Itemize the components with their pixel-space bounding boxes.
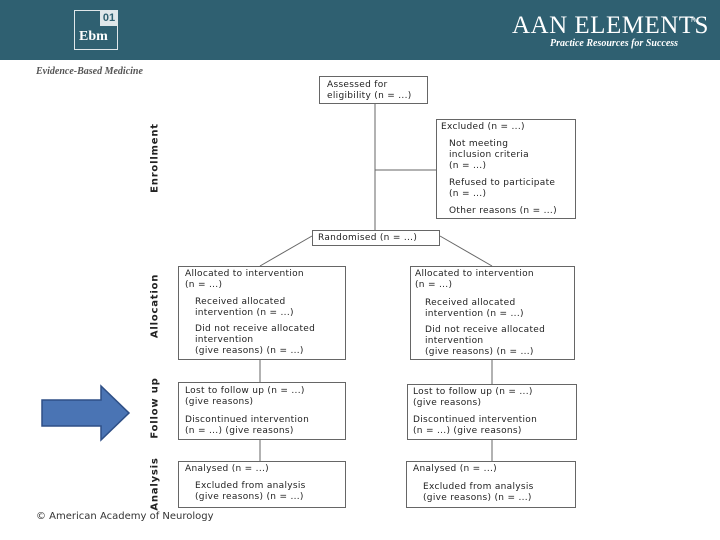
left-excluded-analysis-line: Excluded from analysis [195, 481, 306, 491]
excluded-title: Excluded (n = ...) [441, 122, 525, 132]
right-lost-reason: (give reasons) [413, 398, 482, 408]
right-allocated-count: (n = ...) [415, 280, 453, 290]
excluded-reason: Other reasons (n = ...) [449, 206, 557, 216]
ebm-logo-badge: 01 [100, 10, 118, 26]
excluded-reason: Refused to participate [449, 178, 556, 188]
excluded-reason: inclusion criteria [449, 150, 529, 160]
right-allocated-title: Allocated to intervention [415, 269, 534, 279]
left-excluded-analysis-line: (give reasons) (n = ...) [195, 492, 304, 502]
randomised-text: Randomised (n = ...) [318, 233, 418, 243]
right-not-received-line: Did not receive allocated [425, 325, 546, 335]
ebm-caption: Evidence-Based Medicine [36, 66, 143, 77]
right-lost-line: Lost to follow up (n = ...) [413, 387, 533, 397]
header-banner: 01 Ebm AAN ELEMENTS TM Practice Resource… [0, 0, 720, 60]
randomised-box [312, 230, 440, 246]
left-received-line: Received allocated [195, 297, 286, 307]
pointer-arrow-icon [41, 384, 131, 442]
right-analysed-line: Analysed (n = ...) [413, 464, 497, 474]
left-analysis-box [178, 461, 346, 508]
excluded-reason: (n = ...) [449, 189, 487, 199]
copyright-notice: © American Academy of Neurology [36, 511, 214, 522]
left-analysed-line: Analysed (n = ...) [185, 464, 269, 474]
left-discontinued-line: Discontinued intervention [185, 415, 310, 425]
right-discontinued-line: Discontinued intervention [413, 415, 538, 425]
left-not-received-line: Did not receive allocated [195, 324, 316, 334]
ebm-logo-text: Ebm [79, 29, 108, 44]
left-received-line: intervention (n = ...) [195, 308, 294, 318]
right-analysis-box [406, 461, 576, 508]
left-not-received-line: (give reasons) (n = ...) [195, 346, 304, 356]
aan-elements-title: AAN ELEMENTS [512, 12, 709, 39]
right-received-line: Received allocated [425, 298, 516, 308]
trademark-mark: TM [690, 18, 699, 24]
excluded-reason: Not meeting [449, 139, 509, 149]
right-allocation-box [410, 266, 575, 360]
right-excluded-analysis-line: Excluded from analysis [423, 482, 534, 492]
left-not-received-line: intervention [195, 335, 254, 345]
right-not-received-line: intervention [425, 336, 484, 346]
right-follow-up-box [407, 384, 577, 440]
aan-subtitle: Practice Resources for Success [550, 38, 679, 49]
left-discontinued-line: (n = ...) (give reasons) [185, 426, 294, 436]
right-discontinued-line: (n = ...) (give reasons) [413, 426, 522, 436]
assessed-box [319, 76, 428, 104]
right-not-received-line: (give reasons) (n = ...) [425, 347, 534, 357]
right-excluded-analysis-line: (give reasons) (n = ...) [423, 493, 532, 503]
assessed-text-line-1: Assessed for [327, 80, 388, 90]
left-allocated-count: (n = ...) [185, 280, 223, 290]
left-lost-line: Lost to follow up (n = ...) [185, 386, 305, 396]
excluded-box [436, 119, 576, 219]
excluded-reason: (n = ...) [449, 161, 487, 171]
assessed-text-line-2: eligibility (n = ...) [327, 91, 412, 101]
left-allocation-box [178, 266, 346, 360]
left-allocated-title: Allocated to intervention [185, 269, 304, 279]
right-received-line: intervention (n = ...) [425, 309, 524, 319]
left-lost-reason: (give reasons) [185, 397, 254, 407]
left-follow-up-box [178, 382, 346, 440]
ebm-logo: 01 Ebm [74, 10, 118, 50]
